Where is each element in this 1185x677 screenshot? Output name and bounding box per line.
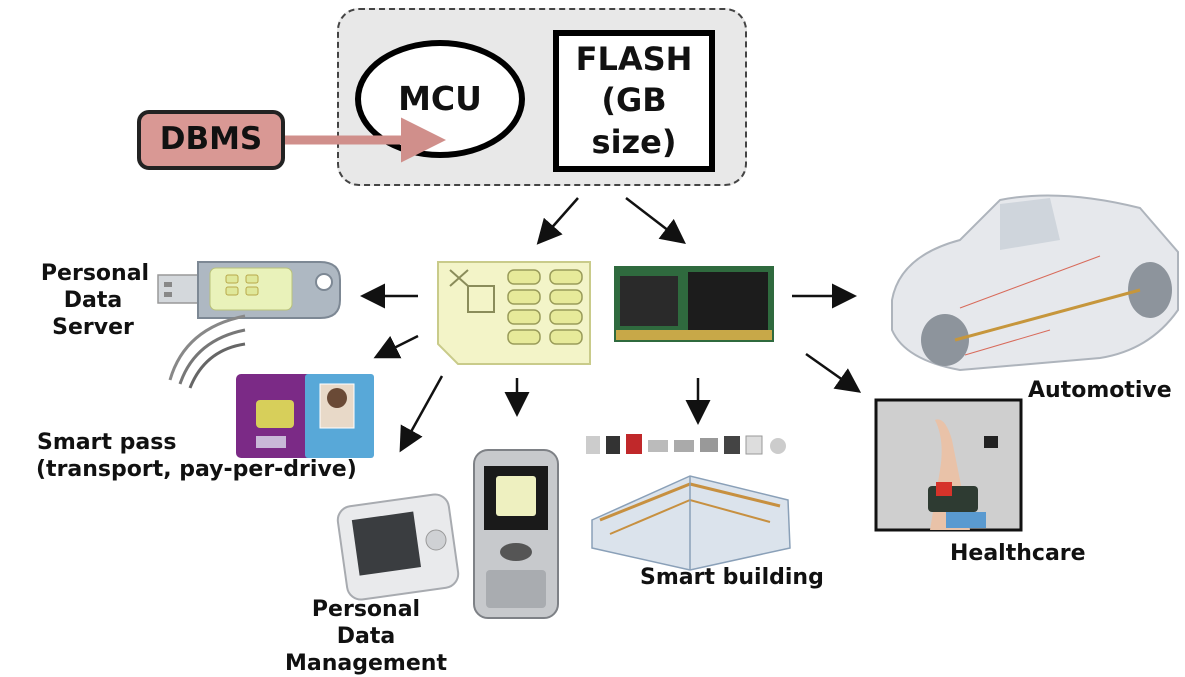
healthcare-label: Healthcare (950, 541, 1086, 566)
arrow-chip-to-sim (536, 197, 579, 245)
building-icon (586, 434, 791, 571)
camera-icon (336, 493, 460, 601)
arrow-to-healthcare (805, 352, 862, 393)
diagram-canvas (157, 91, 1179, 619)
arrow-to-camera (399, 375, 444, 453)
mcu-label: MCU (398, 78, 482, 118)
contactless-card-icon (168, 314, 374, 458)
smart-pass-line2: (transport, pay-per-drive) (36, 456, 357, 482)
personal-data-management-label: Personal Data Management (280, 597, 452, 677)
smart-building-label: Smart building (640, 565, 824, 590)
dbms-label: DBMS (159, 121, 263, 158)
personal-data-server-line2: Data Server (52, 287, 134, 340)
flash-size-label: (GB size) (591, 81, 677, 161)
flash-node: FLASH (GB size) (553, 30, 715, 172)
automotive-label: Automotive (1028, 378, 1172, 403)
memory-board-icon (614, 266, 774, 342)
arrow-chip-to-board (625, 197, 686, 245)
flow-arrows (360, 197, 862, 453)
wrist-sensor-icon (874, 398, 1023, 532)
personal-data-server-label: Personal Data Server (30, 261, 160, 341)
sim-card-icon (437, 261, 591, 365)
smart-pass-label: Smart pass (transport, pay-per-drive) (36, 430, 357, 484)
car-icon (891, 194, 1179, 372)
dbms-node: DBMS (137, 110, 285, 170)
personal-data-management-line2: Management (285, 650, 447, 676)
usb-key-icon (157, 261, 341, 319)
flash-label: FLASH (575, 39, 693, 78)
personal-data-server-line1: Personal (40, 261, 150, 286)
mobile-phone-icon (473, 449, 559, 619)
mcu-node: MCU (355, 40, 525, 158)
personal-data-management-line1: Personal Data (311, 597, 421, 649)
arrow-to-smartpass (373, 334, 419, 359)
smart-pass-line1: Smart pass (37, 430, 177, 455)
